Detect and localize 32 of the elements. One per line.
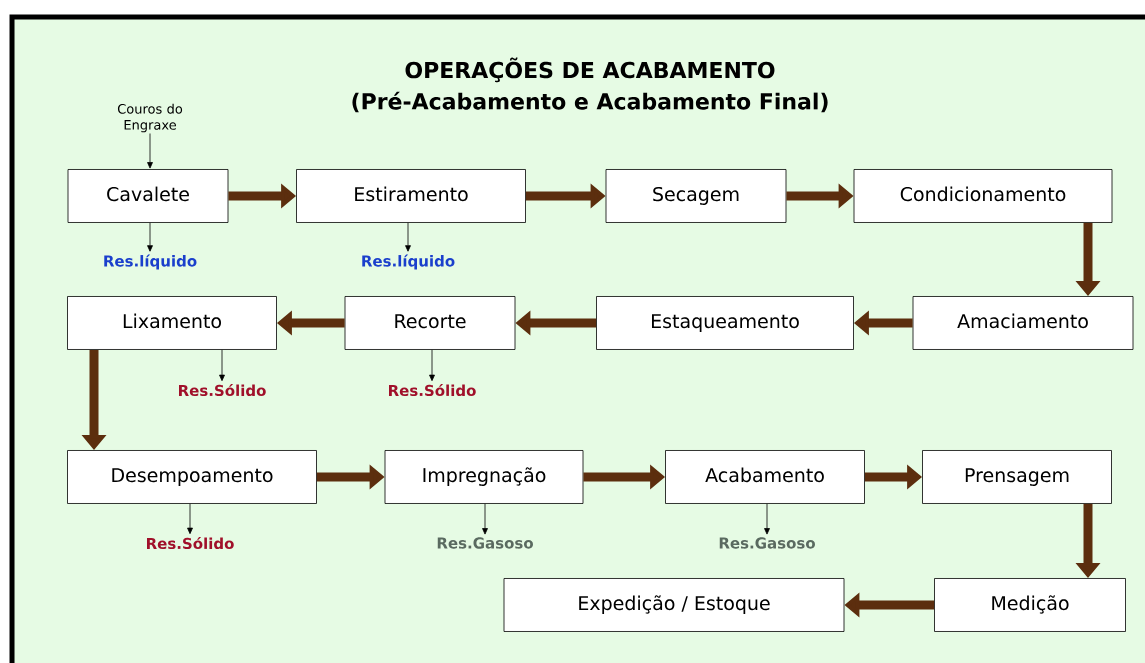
input-label: Couros do Engraxe — [117, 103, 183, 133]
process-box: Impregnação — [384, 450, 584, 504]
residue-label: Res.Gasoso — [437, 537, 533, 549]
process-box: Expedição / Estoque — [503, 578, 845, 632]
subtitle: (Pré-Acabamento e Acabamento Final) — [352, 91, 828, 113]
title: OPERAÇÕES DE ACABAMENTO — [405, 57, 775, 83]
process-box: Cavalete — [67, 169, 229, 223]
arrow — [482, 503, 488, 535]
process-box: Lixamento — [67, 296, 277, 350]
residue-label: Res.Sólido — [179, 383, 266, 397]
arrow — [219, 349, 225, 382]
residue-label: Res.líquido — [104, 254, 197, 270]
process-box: Medição — [934, 578, 1126, 632]
arrow — [147, 222, 153, 252]
process-box: Prensagem — [922, 450, 1112, 504]
residue-label: Res.líquido — [362, 254, 455, 270]
process-box: Acabamento — [665, 450, 865, 504]
arrow — [187, 503, 193, 535]
arrow — [405, 222, 411, 252]
process-box: Condicionamento — [853, 169, 1113, 223]
process-box: Amaciamento — [912, 296, 1134, 350]
process-box: Secagem — [605, 169, 787, 223]
residue-label: Res.Gasoso — [719, 537, 815, 549]
arrow — [764, 503, 770, 535]
residue-label: Res.Sólido — [389, 383, 476, 397]
arrow — [429, 349, 435, 382]
process-box: Estaqueamento — [596, 296, 854, 350]
process-box: Estiramento — [296, 169, 526, 223]
residue-label: Res.Sólido — [147, 536, 234, 550]
process-box: Desempoamento — [67, 450, 317, 504]
arrow — [147, 133, 153, 169]
process-box: Recorte — [344, 296, 516, 350]
